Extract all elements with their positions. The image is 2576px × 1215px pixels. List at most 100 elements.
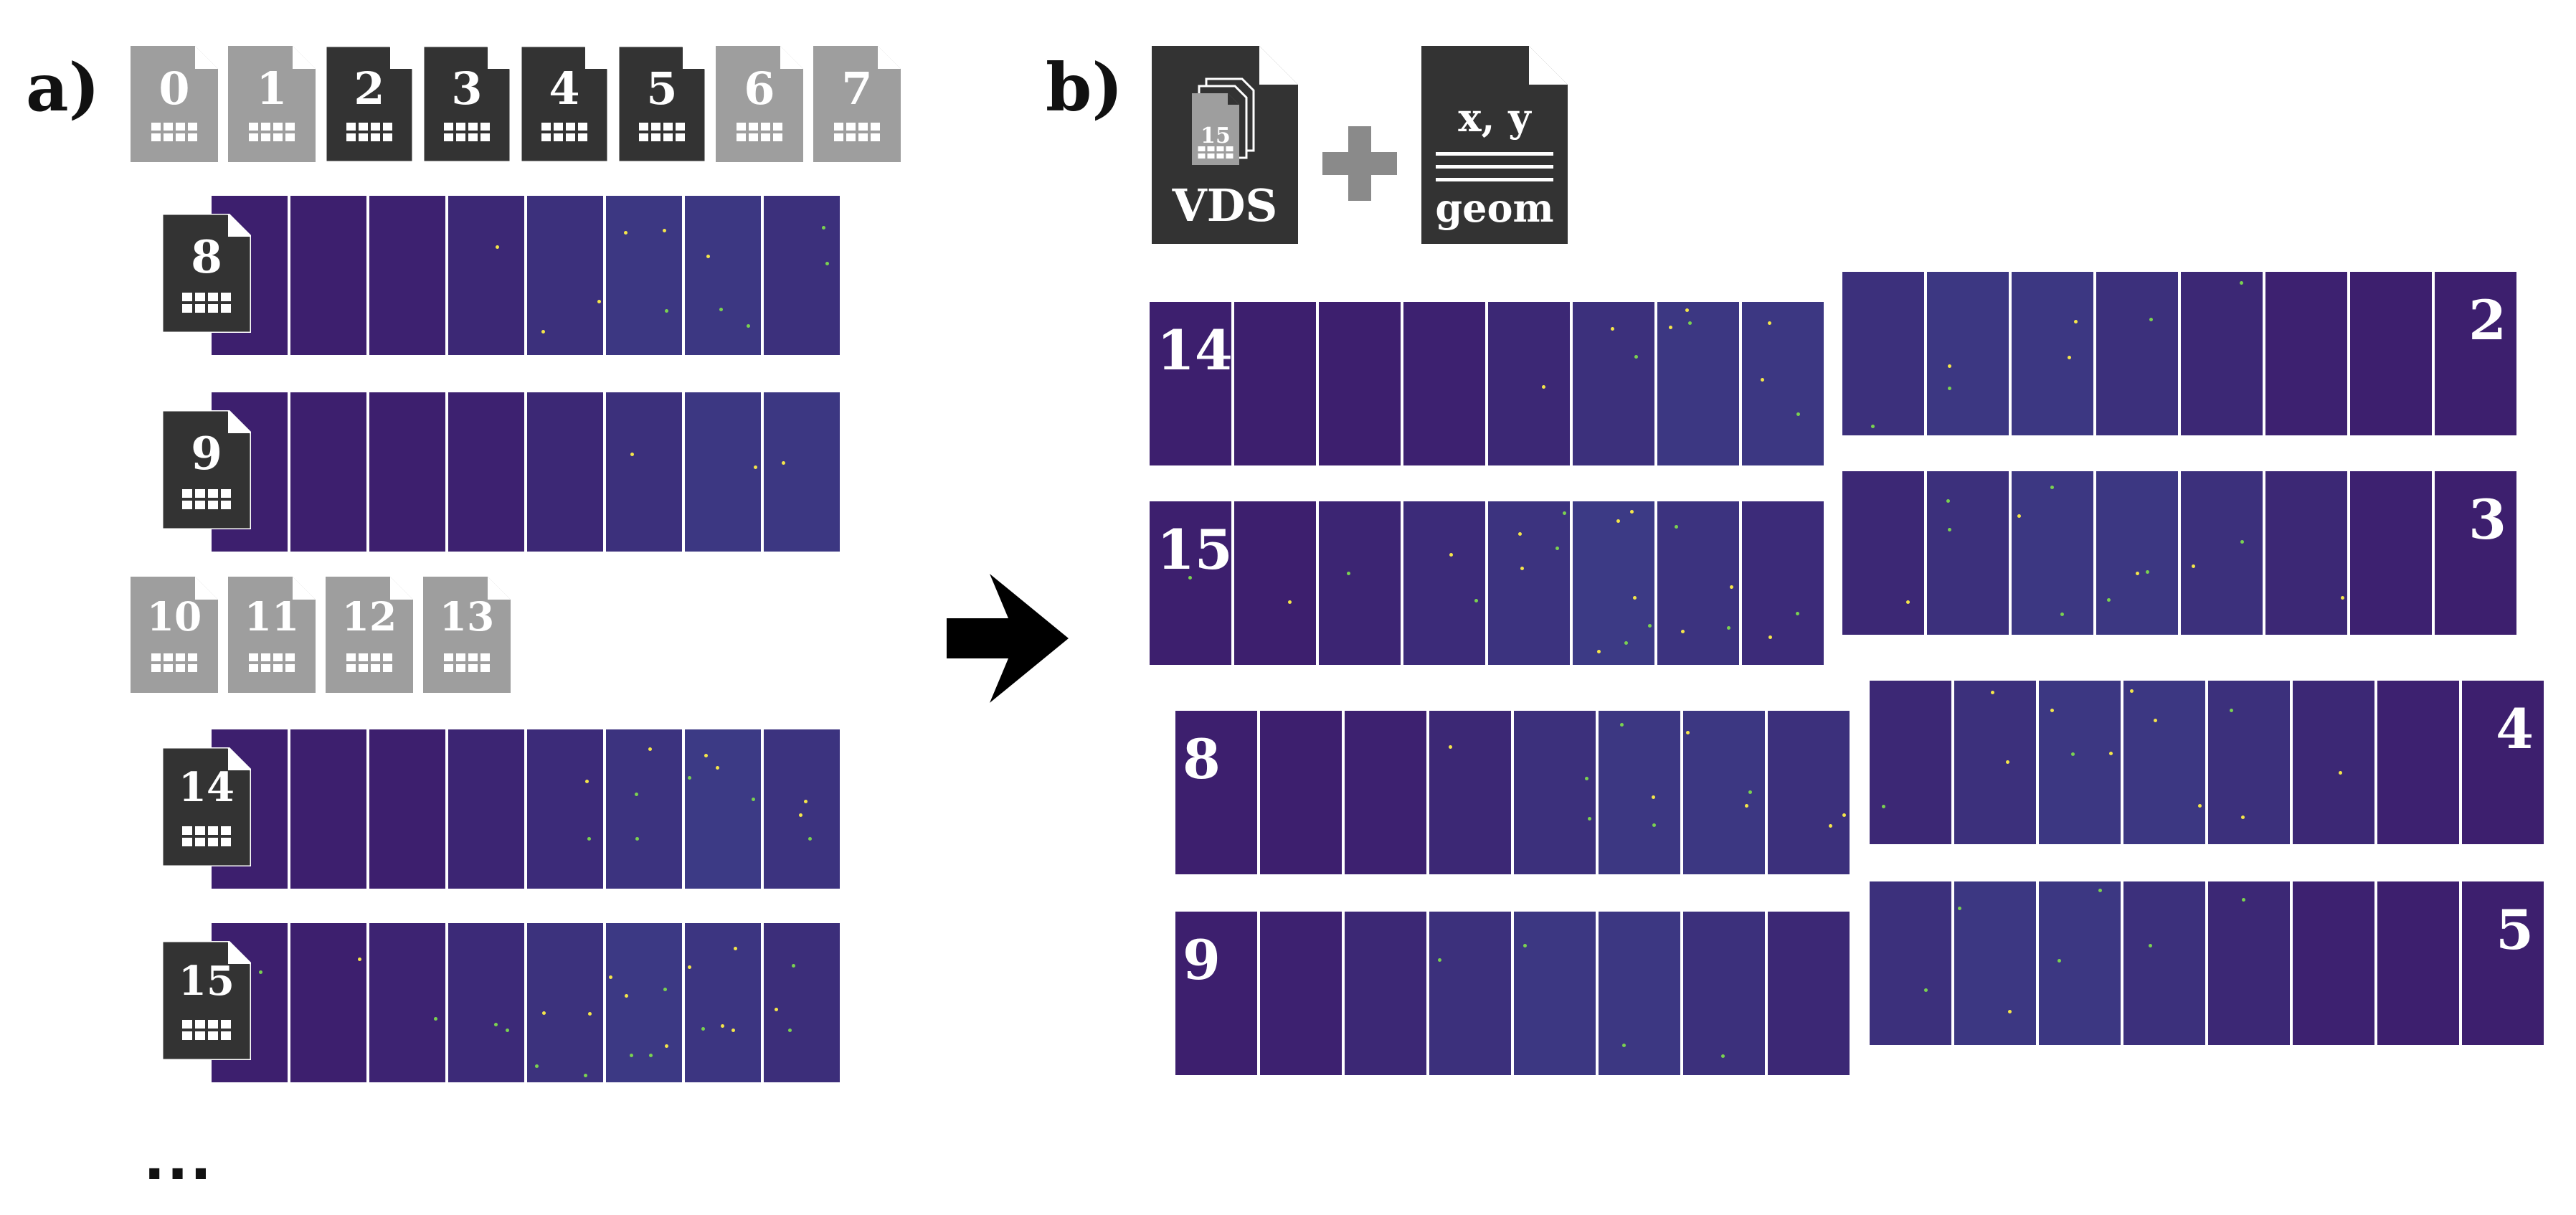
vds-module-5: 5 [1867, 879, 2546, 1047]
bragg-peak [1947, 528, 1951, 532]
asic-tile [1234, 501, 1316, 665]
bragg-peak [706, 254, 710, 258]
bragg-peak [635, 836, 640, 841]
bragg-peak [630, 452, 634, 456]
geom-coords: x, y [1458, 95, 1531, 141]
asic-tile [1319, 302, 1401, 465]
file-number: 13 [439, 593, 495, 640]
bragg-peak [1588, 817, 1592, 821]
bragg-peak [1948, 387, 1952, 391]
bragg-peak [1188, 575, 1193, 580]
bragg-peak [505, 1028, 509, 1032]
asic-tile [527, 392, 603, 552]
file-icon-1: 1 [228, 46, 316, 162]
asic-tile [606, 392, 682, 552]
asic-tile [1488, 302, 1570, 465]
bragg-peak [734, 947, 738, 951]
bragg-peak [634, 793, 638, 797]
bragg-peak [1923, 988, 1928, 993]
file-number: 15 [179, 958, 235, 1005]
asic-tile [1870, 681, 1951, 844]
asic-tile [2123, 681, 2205, 844]
grid-icon [346, 653, 392, 672]
asic-tile [2096, 471, 2178, 635]
asic-tile [1870, 881, 1951, 1045]
asic-tile [290, 392, 366, 552]
bragg-peak [1675, 524, 1679, 529]
bragg-peak [662, 228, 666, 232]
asic-tile [527, 923, 603, 1082]
asic-tile [527, 729, 603, 889]
bragg-peak [781, 460, 785, 465]
file-number: 8 [191, 230, 222, 283]
vds-inner-number: 15 [1201, 123, 1231, 148]
asic-tile [2377, 881, 2459, 1045]
bragg-peak [2149, 317, 2153, 321]
vds-label: VDS [1172, 179, 1278, 232]
bragg-peak [1562, 511, 1566, 515]
asic-tile [369, 196, 445, 355]
file-number: 0 [158, 62, 190, 115]
geom-label: geom [1435, 185, 1554, 231]
asic-tile [1768, 711, 1850, 874]
file-icon-0: 0 [131, 46, 218, 162]
right-arrow-icon [947, 574, 1069, 706]
bragg-peak [774, 1007, 778, 1011]
bragg-peak [747, 324, 751, 328]
module-number-8: 8 [1183, 727, 1221, 791]
asic-tile [2208, 881, 2290, 1045]
bragg-peak [1610, 327, 1614, 331]
bragg-peak [2240, 281, 2244, 285]
bragg-peak [495, 245, 499, 249]
bragg-peak [1346, 571, 1350, 575]
bragg-peak [792, 963, 796, 968]
bragg-peak [1795, 612, 1799, 616]
bragg-peak [1748, 790, 1752, 794]
bragg-peak [2146, 569, 2150, 574]
bragg-peak [1730, 585, 1733, 590]
asic-tile [448, 923, 524, 1082]
file-number: 2 [354, 62, 385, 115]
asic-tile [1514, 912, 1596, 1075]
grid-icon [737, 123, 782, 141]
module-number-3: 3 [2468, 488, 2506, 552]
asic-tile [290, 729, 366, 889]
bragg-peak [624, 231, 628, 235]
bragg-peak [2050, 709, 2054, 712]
asic-tile [2039, 681, 2121, 844]
bragg-peak [1620, 723, 1624, 727]
module-number-14: 14 [1157, 318, 1233, 382]
bragg-peak [1523, 943, 1527, 947]
bragg-peak [2017, 514, 2021, 518]
asic-tile [1429, 711, 1511, 874]
asic-tile [764, 392, 840, 552]
asic-tile [1742, 501, 1824, 665]
file-icon-10: 10 [131, 577, 218, 693]
file-icon-13: 13 [423, 577, 511, 693]
bragg-peak [1744, 803, 1748, 808]
bragg-peak [665, 1044, 668, 1048]
module-number-2: 2 [2468, 288, 2506, 352]
bragg-peak [716, 766, 720, 770]
asic-tile [2435, 471, 2516, 635]
bragg-peak [2068, 356, 2072, 360]
panel-b-label: b) [1046, 49, 1123, 126]
bragg-peak [2240, 539, 2244, 544]
asic-tile [2462, 681, 2544, 844]
bragg-peak [2341, 595, 2345, 600]
bragg-peak [1905, 600, 1910, 604]
asic-tile [1768, 912, 1850, 1075]
asic-tile [2462, 881, 2544, 1045]
asic-tile [764, 923, 840, 1082]
asic-tile [685, 196, 761, 355]
bragg-peak [588, 1011, 592, 1016]
asic-tile [2012, 272, 2093, 435]
bragg-peak [629, 1054, 633, 1058]
grid-icon [639, 123, 685, 141]
bragg-peak [787, 1028, 792, 1032]
bragg-peak [1632, 596, 1637, 600]
module-file-icon-9: 9 [162, 410, 251, 529]
asic-tile [2293, 881, 2374, 1045]
asic-tile [1683, 912, 1765, 1075]
bragg-peak [1288, 600, 1292, 605]
